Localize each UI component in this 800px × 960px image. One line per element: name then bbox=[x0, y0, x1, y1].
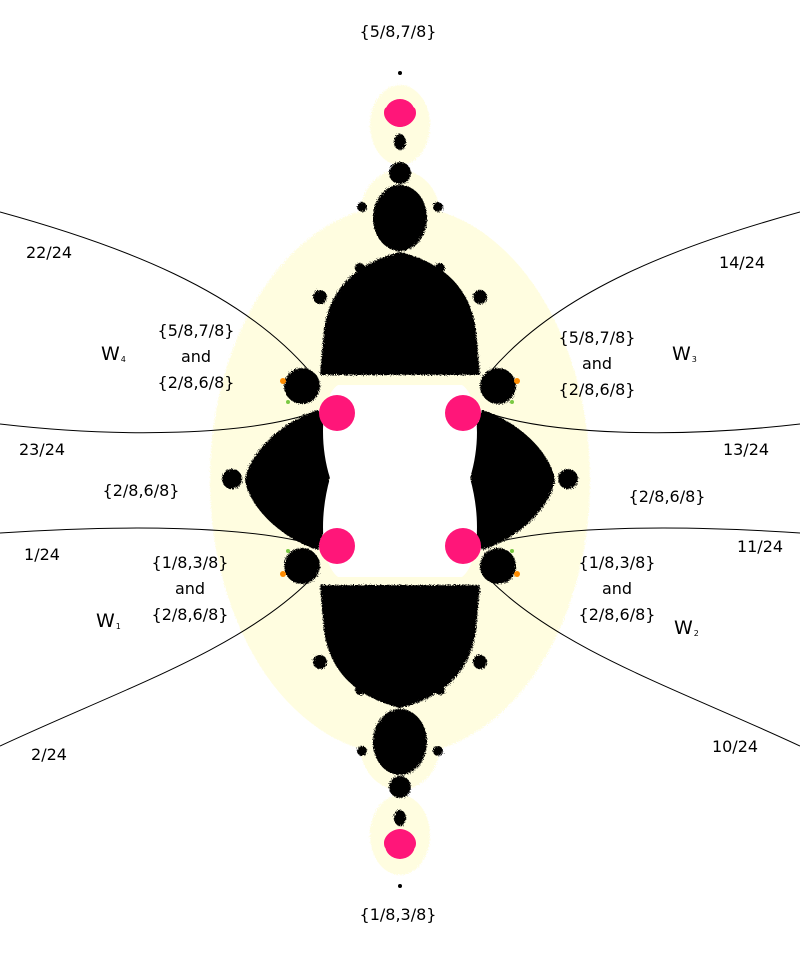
connectedness-locus bbox=[222, 134, 578, 826]
ray-1-24 bbox=[0, 527, 319, 547]
top-angle-label: {5/8,7/8} bbox=[359, 22, 437, 41]
region-label-w3: W3 bbox=[672, 343, 697, 365]
ray-label-10-24: 10/24 bbox=[711, 737, 759, 756]
ray-10-24 bbox=[489, 579, 800, 747]
region-label-w4: W4 bbox=[101, 343, 126, 365]
lower-right-annotation: {1/8,3/8}and{2/8,6/8} bbox=[578, 553, 656, 624]
ray-2-24 bbox=[0, 579, 311, 747]
bottom-pink-bulb bbox=[385, 831, 415, 859]
ray-14-24 bbox=[489, 211, 800, 373]
lower-left-annotation: {1/8,3/8}and{2/8,6/8} bbox=[151, 553, 229, 624]
lower-lobe bbox=[320, 585, 480, 708]
upper-right-annotation: {5/8,7/8}and{2/8,6/8} bbox=[558, 328, 636, 399]
ray-label-1-24: 1/24 bbox=[24, 545, 60, 564]
ray-label-14-24: 14/24 bbox=[718, 253, 766, 272]
ray-13-24 bbox=[481, 410, 800, 434]
region-label-w2: W2 bbox=[674, 617, 699, 639]
ray-label-23-24: 23/24 bbox=[18, 440, 66, 459]
ray-23-24 bbox=[0, 410, 319, 434]
bottom-tip bbox=[398, 884, 402, 888]
mid-right-annotation: {2/8,6/8} bbox=[628, 487, 706, 506]
ray-label-2-24: 2/24 bbox=[31, 745, 67, 764]
central-escape-region bbox=[323, 385, 477, 577]
upper-lobe bbox=[320, 252, 480, 375]
left-lobe bbox=[245, 410, 330, 550]
colored-flecks bbox=[280, 378, 520, 577]
bottom-angle-label: {1/8,3/8} bbox=[359, 905, 437, 924]
ray-22-24 bbox=[0, 211, 311, 373]
ray-label-11-24: 11/24 bbox=[736, 537, 784, 556]
ray-label-13-24: 13/24 bbox=[722, 440, 770, 459]
ray-label-22-24: 22/24 bbox=[25, 243, 73, 262]
top-pink-bulb bbox=[385, 99, 415, 127]
right-lobe bbox=[470, 410, 555, 550]
mid-left-annotation: {2/8,6/8} bbox=[102, 481, 180, 500]
upper-left-annotation: {5/8,7/8}and{2/8,6/8} bbox=[157, 321, 235, 392]
region-label-w1: W1 bbox=[96, 610, 121, 632]
top-tip bbox=[398, 71, 402, 75]
ray-11-24 bbox=[481, 527, 800, 547]
parameter-rays bbox=[0, 211, 800, 747]
